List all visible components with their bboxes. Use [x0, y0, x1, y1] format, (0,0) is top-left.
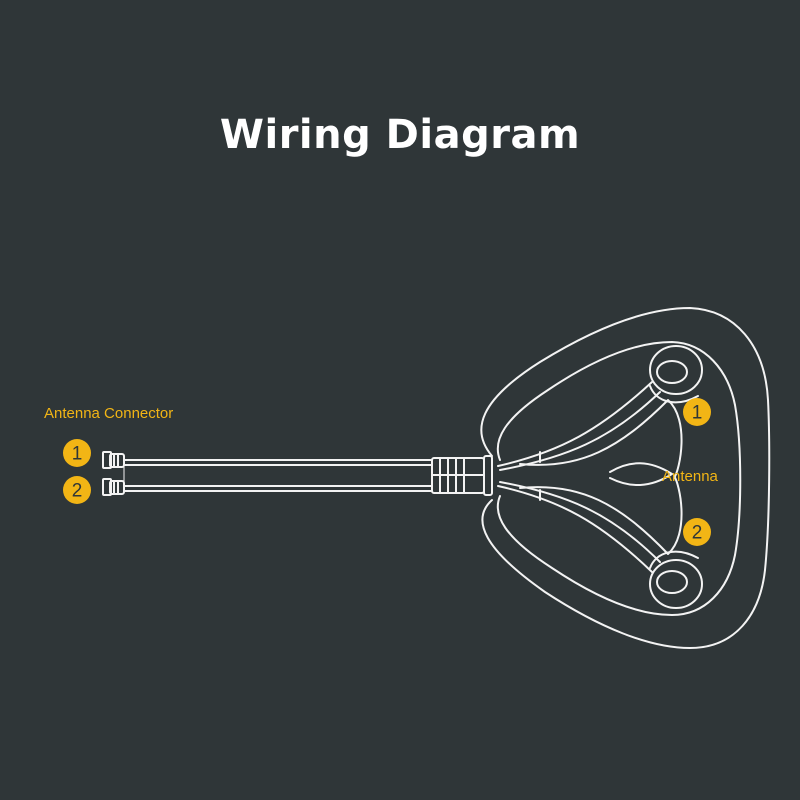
antenna-label: Antenna: [662, 468, 719, 485]
antenna-element-1: [649, 345, 703, 404]
cable-pair: [123, 459, 433, 492]
badge-circle: [683, 398, 711, 426]
badge-number: 1: [72, 444, 83, 465]
antenna-body: [480, 307, 771, 649]
badge-number: 2: [72, 481, 83, 502]
badge-number: 2: [692, 523, 703, 544]
cable-strain-relief: [431, 455, 493, 496]
connector-plug-2: [102, 478, 125, 496]
antenna-inner-shell: [496, 341, 742, 616]
badge-circle: [63, 439, 91, 467]
connector-plug-1: [102, 451, 125, 469]
connector-badge-1: 1: [63, 439, 91, 467]
badge-number: 1: [692, 403, 703, 424]
antenna-wire-2: [497, 485, 653, 573]
badge-circle: [683, 518, 711, 546]
antenna-connector-label: Antenna Connector: [44, 405, 173, 422]
badge-circle: [63, 476, 91, 504]
antenna-outer-shell: [480, 307, 771, 649]
antenna-wire-1: [497, 381, 653, 467]
page-title: Wiring Diagram: [219, 112, 581, 158]
connector-badge-2: 2: [63, 476, 91, 504]
antenna-badge-1: 1: [683, 398, 711, 426]
antenna-element-2: [649, 550, 703, 609]
antenna-badge-2: 2: [683, 518, 711, 546]
